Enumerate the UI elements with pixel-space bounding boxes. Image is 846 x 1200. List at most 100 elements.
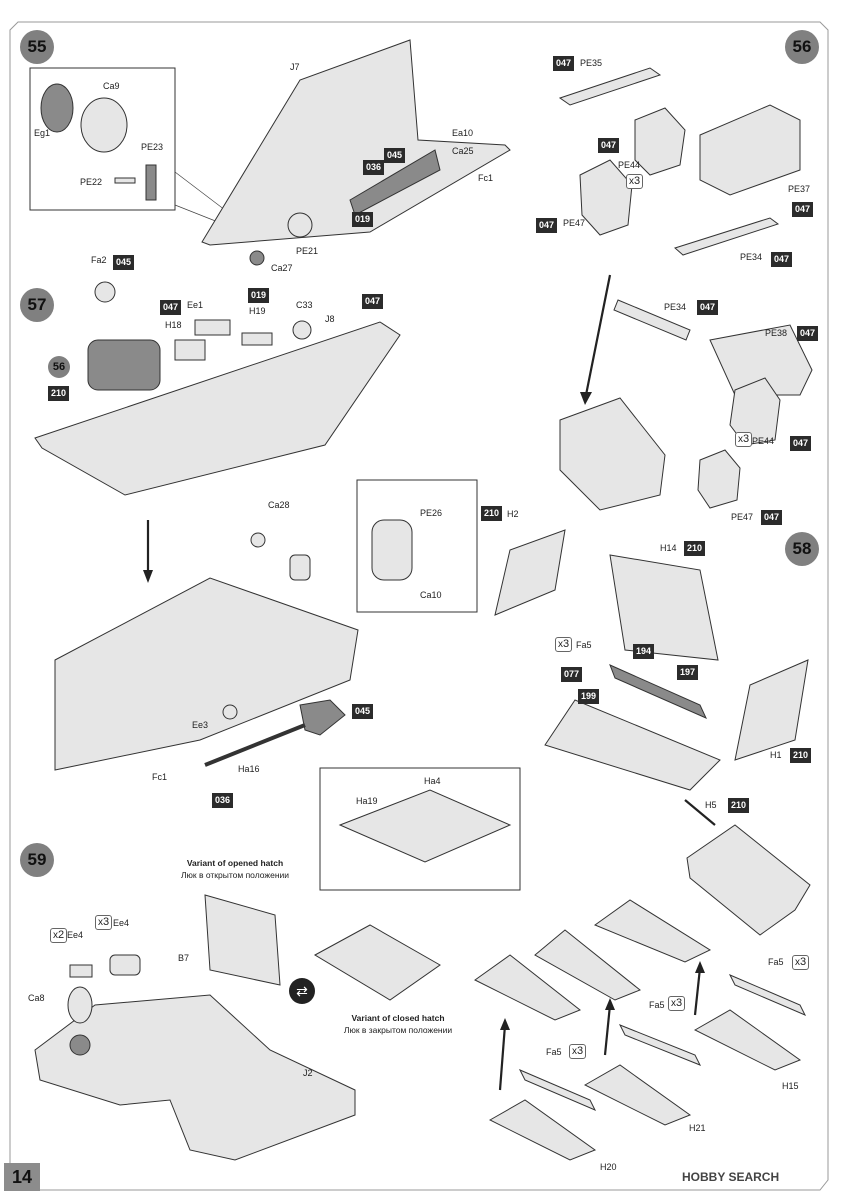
step-57-badge: 57 bbox=[20, 288, 54, 322]
label-Fa5: Fa5 bbox=[576, 640, 592, 650]
paint-code: 210 bbox=[790, 748, 812, 763]
multiplier-badge: x3 bbox=[626, 174, 644, 189]
paint-code: 045 bbox=[352, 704, 374, 719]
multiplier-badge: x2 bbox=[50, 928, 68, 943]
step-56-badge: 56 bbox=[785, 30, 819, 64]
label-PE22: PE22 bbox=[80, 177, 103, 187]
label-Fa2: Fa2 bbox=[91, 255, 107, 265]
variant-closed-title: Variant of closed hatch bbox=[351, 1013, 445, 1023]
hull-side-assembly bbox=[54, 577, 359, 771]
label-H18: H18 bbox=[165, 320, 182, 330]
label-PE35: PE35 bbox=[580, 58, 603, 68]
label-PE34: PE34 bbox=[740, 252, 763, 262]
label-PE47: PE47 bbox=[731, 512, 754, 522]
label-B7: B7 bbox=[178, 953, 190, 963]
label-Ee4: Ee4 bbox=[67, 930, 84, 940]
label-H15: H15 bbox=[782, 1081, 799, 1091]
label-Ca25: Ca25 bbox=[452, 146, 474, 156]
paint-code: 077 bbox=[561, 667, 583, 682]
paint-code: 045 bbox=[113, 255, 135, 270]
label-H20: H20 bbox=[600, 1162, 617, 1172]
hatch-closed bbox=[313, 924, 441, 1001]
label-Fc1: Fc1 bbox=[478, 173, 494, 183]
multiplier-badge: x3 bbox=[95, 915, 113, 930]
variant-closed-caption: Variant of closed hatch Люк в закрытом п… bbox=[338, 1012, 458, 1036]
part-H2 bbox=[494, 529, 566, 616]
label-H5: H5 bbox=[705, 800, 717, 810]
swap-icon: ⇄ bbox=[289, 978, 315, 1004]
label-J8: J8 bbox=[325, 314, 335, 324]
label-Ca8: Ca8 bbox=[28, 993, 45, 1003]
part-PE35 bbox=[558, 67, 662, 106]
step-58-badge: 58 bbox=[785, 532, 819, 566]
ref-step-badge: 56 bbox=[48, 356, 70, 378]
label-J7: J7 bbox=[290, 62, 300, 72]
watermark: HOBBY SEARCH bbox=[682, 1170, 780, 1184]
label-H14: H14 bbox=[660, 543, 677, 553]
label-Ca9: Ca9 bbox=[103, 81, 120, 91]
paint-code: 047 bbox=[697, 300, 719, 315]
label-Ha19: Ha19 bbox=[356, 796, 378, 806]
paint-code: 210 bbox=[728, 798, 750, 813]
label-PE26: PE26 bbox=[420, 508, 443, 518]
label-Ee3: Ee3 bbox=[192, 720, 209, 730]
paint-code: 210 bbox=[48, 386, 70, 401]
paint-code: 199 bbox=[578, 689, 600, 704]
label-Ha4: Ha4 bbox=[424, 776, 441, 786]
label-PE47: PE47 bbox=[563, 218, 586, 228]
label-PE21: PE21 bbox=[296, 246, 319, 256]
label-PE44: PE44 bbox=[618, 160, 641, 170]
paint-code: 036 bbox=[363, 160, 385, 175]
paint-code: 047 bbox=[792, 202, 814, 217]
paint-code: 019 bbox=[352, 212, 374, 227]
paint-code: 047 bbox=[790, 436, 812, 451]
label-PE37: PE37 bbox=[788, 184, 811, 194]
part-H14 bbox=[609, 554, 719, 661]
label-Ee1: Ee1 bbox=[187, 300, 204, 310]
paint-code: 210 bbox=[684, 541, 706, 556]
step-55-badge: 55 bbox=[20, 30, 54, 64]
label-PE23: PE23 bbox=[141, 142, 164, 152]
label-J2: J2 bbox=[303, 1068, 313, 1078]
label-Ca10: Ca10 bbox=[420, 590, 442, 600]
variant-open-title: Variant of opened hatch bbox=[186, 858, 284, 868]
label-Fa5: Fa5 bbox=[768, 957, 784, 967]
multiplier-badge: x3 bbox=[569, 1044, 587, 1059]
multiplier-badge: x3 bbox=[735, 432, 753, 447]
multiplier-badge: x3 bbox=[668, 996, 686, 1011]
label-Fc1: Fc1 bbox=[152, 772, 168, 782]
ammo-rack-assembly bbox=[559, 397, 666, 511]
label-H1: H1 bbox=[770, 750, 782, 760]
paint-code: 047 bbox=[761, 510, 783, 525]
paint-code: 047 bbox=[160, 300, 182, 315]
part-J8 bbox=[34, 321, 401, 496]
paint-code: 194 bbox=[633, 644, 655, 659]
page-number: 14 bbox=[4, 1163, 40, 1191]
multiplier-badge: x3 bbox=[555, 637, 573, 652]
paint-code: 047 bbox=[553, 56, 575, 71]
label-Ca27: Ca27 bbox=[271, 263, 293, 273]
part-J7 bbox=[201, 39, 511, 246]
label-PE38: PE38 bbox=[765, 328, 788, 338]
hatch-open bbox=[204, 894, 281, 986]
label-H19: H19 bbox=[249, 306, 266, 316]
variant-closed-subtitle: Люк в закрытом положении bbox=[343, 1025, 453, 1035]
paint-code: 019 bbox=[248, 288, 270, 303]
variant-open-subtitle: Люк в открытом положении bbox=[180, 870, 290, 880]
label-Ca28: Ca28 bbox=[268, 500, 290, 510]
paint-code: 197 bbox=[677, 665, 699, 680]
paint-code: 047 bbox=[598, 138, 620, 153]
label-Ee4: Ee4 bbox=[113, 918, 130, 928]
variant-open-caption: Variant of opened hatch Люк в открытом п… bbox=[175, 857, 295, 881]
label-PE34: PE34 bbox=[664, 302, 687, 312]
label-C33: C33 bbox=[296, 300, 313, 310]
label-Ha16: Ha16 bbox=[238, 764, 260, 774]
label-H2: H2 bbox=[507, 509, 519, 519]
paint-code: 047 bbox=[536, 218, 558, 233]
paint-code: 045 bbox=[384, 148, 406, 163]
label-PE44: PE44 bbox=[752, 436, 775, 446]
label-Eg1: Eg1 bbox=[34, 128, 51, 138]
paint-code: 047 bbox=[362, 294, 384, 309]
part-H1 bbox=[734, 659, 809, 761]
